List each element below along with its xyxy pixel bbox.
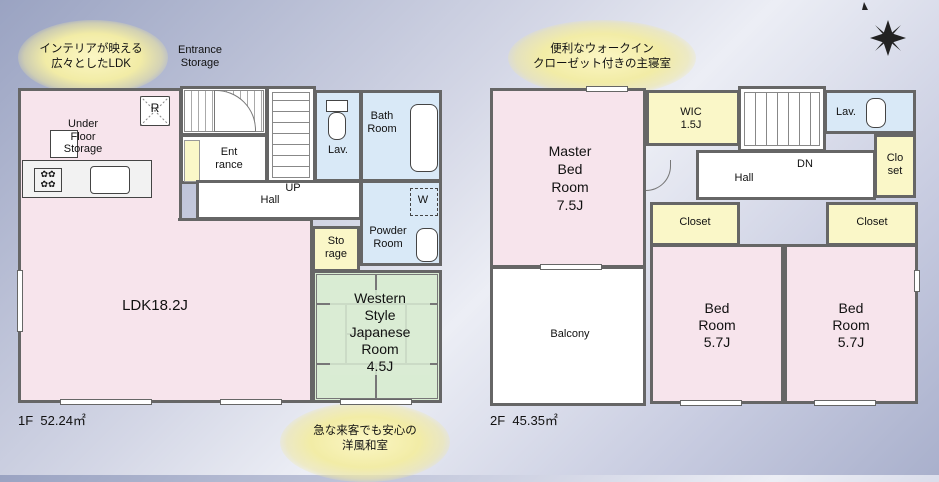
ldk-callout <box>18 20 168 95</box>
bedroom-2 <box>784 244 918 404</box>
balcony-label: Balcony <box>550 328 590 340</box>
bed2-label: Bed Room 5.7J <box>832 300 870 350</box>
ldk-label: LDK18.2J <box>122 297 188 314</box>
r-mark: R <box>150 101 160 115</box>
hall-1f-label: Hall <box>260 194 280 206</box>
master-label: Master Bed Room 7.5J <box>548 143 592 213</box>
ldk-room <box>18 88 182 403</box>
floor1-area: 1F 52.24㎡ <box>18 413 86 428</box>
closet-side <box>874 134 916 198</box>
storage-label: Sto rage <box>324 235 348 260</box>
wic-label: WIC 1.5J <box>680 106 702 131</box>
master-callout <box>508 20 696 96</box>
ldk-callout-text: インテリアが映える 広々としたLDK <box>39 43 143 70</box>
under-floor-label: Under Floor Storage <box>63 118 103 156</box>
washer-icon <box>410 188 438 216</box>
toilet-icon <box>328 112 346 140</box>
lav-1f-label: Lav. <box>328 144 348 156</box>
entrance-label: Ent rance <box>215 146 243 171</box>
hall-2f-label: Hall <box>734 172 754 184</box>
under-floor-box <box>50 130 78 158</box>
entrance-storage-label: Entrance Storage <box>177 44 223 69</box>
stove-icon: ✿✿✿✿ <box>34 168 62 192</box>
bed1-label: Bed Room 5.7J <box>698 300 736 350</box>
closet-side-label: Clo set <box>886 152 904 177</box>
up-label: UP <box>285 182 301 194</box>
window-icon <box>60 399 152 405</box>
closet-1-label: Closet <box>679 216 711 228</box>
bathtub-icon <box>410 104 438 172</box>
lav-2f-label: Lav. <box>836 106 856 118</box>
floor2-area: 2F 45.35㎡ <box>490 413 558 428</box>
storage-1f <box>312 226 360 272</box>
dn-label: DN <box>797 158 813 170</box>
japanese-label: Western Style Japanese Room 4.5J <box>330 290 430 375</box>
closet-2-label: Closet <box>856 216 888 228</box>
compass-icon <box>862 2 906 56</box>
japanese-callout <box>280 402 450 482</box>
powder-label: Powder Room <box>369 225 407 250</box>
sink-icon <box>90 166 130 194</box>
master-callout-text: 便利なウォークイン クローゼット付きの主寝室 <box>533 43 671 70</box>
master-bedroom <box>490 88 646 268</box>
hall-2f <box>696 150 876 200</box>
bath-label: Bath Room <box>367 110 397 135</box>
japanese-callout-text: 急な来客でも安心の 洋風和室 <box>313 425 417 452</box>
washer-label: W <box>417 194 429 206</box>
hall-1f <box>196 180 362 220</box>
balcony <box>490 266 646 406</box>
